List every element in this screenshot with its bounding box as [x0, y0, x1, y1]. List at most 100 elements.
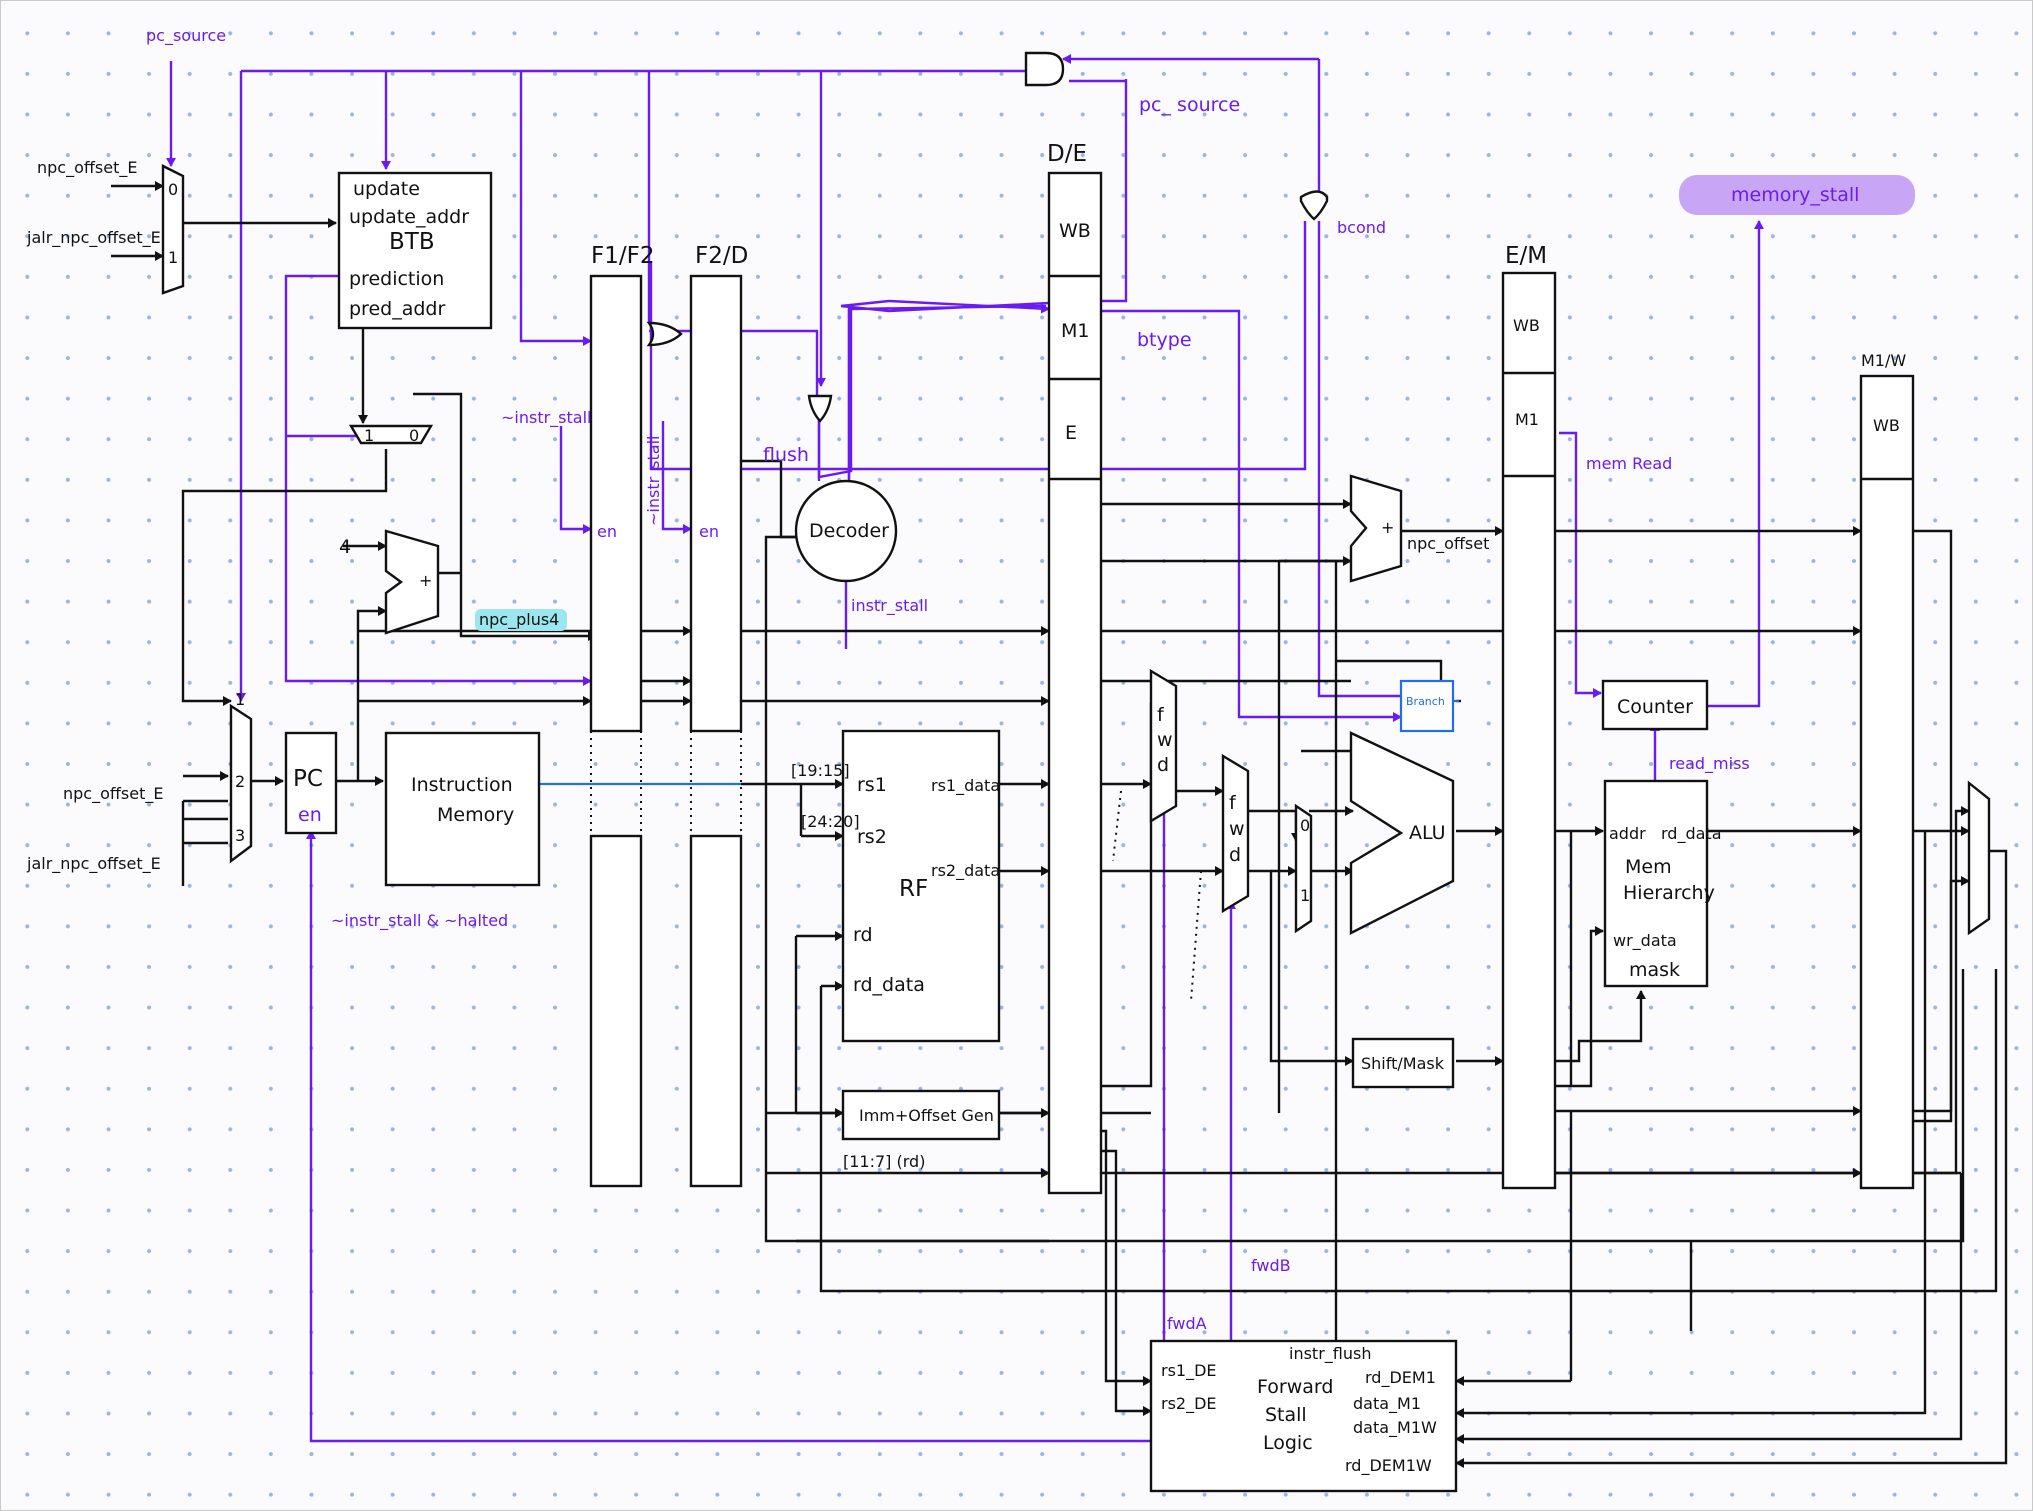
or-gate-f1: [646, 321, 683, 347]
shift-mask-unit: [1351, 1037, 1455, 1089]
pc-source-mux: [161, 164, 185, 295]
f1f2-register-lower: [589, 834, 643, 1188]
rf-title: RF: [899, 876, 928, 902]
fwd2-f: f: [1229, 792, 1237, 814]
em-m1: M1: [1515, 410, 1539, 429]
mem-line1: Mem: [1625, 856, 1672, 878]
alu-label: ALU: [1409, 822, 1446, 844]
rf-rs1-data: rs1_data: [931, 776, 1000, 796]
npc-plus4-highlight: [475, 609, 567, 631]
f1f2-register: [589, 274, 643, 733]
immgen-label: Imm+Offset Gen: [859, 1106, 994, 1125]
shift-mask-label: Shift/Mask: [1361, 1054, 1445, 1073]
f2d-register-lower: [689, 834, 743, 1188]
rf-rs1-bits: [19:15]: [791, 761, 850, 780]
imm-offset-gen: [841, 1089, 1001, 1141]
mux-top-in1: 1: [168, 248, 178, 267]
label-btype: btype: [1137, 329, 1192, 351]
label-pc-enable: ~instr_stall & ~halted: [331, 911, 508, 931]
label-npc-offset-bottom: npc_offset_E: [63, 784, 163, 804]
mux-pc-in3: 3: [235, 826, 245, 845]
memory-stall-highlight: [1679, 175, 1915, 215]
mux-pc-in1: 1: [235, 690, 245, 709]
rf-rs2-data: rs2_data: [931, 861, 1000, 881]
btb-update: update: [353, 178, 420, 200]
label-instr-stall-f2: ~instr_stall: [644, 436, 664, 526]
btb-prediction: prediction: [349, 268, 444, 290]
mux-small-in1: 1: [364, 426, 374, 445]
f1f2-title: F1/F2: [591, 243, 654, 269]
fwd1-d: d: [1157, 754, 1169, 776]
const-4: 4: [339, 536, 351, 558]
pc-en: en: [298, 804, 322, 826]
label-pc-source-mid: pc_ source: [1139, 94, 1240, 116]
rd-bits: [11:7] (rd): [843, 1152, 925, 1171]
memory-hierarchy: [1603, 779, 1709, 988]
decoder-label: Decoder: [809, 520, 889, 542]
pc-label: PC: [293, 766, 323, 792]
btb-pred-addr: pred_addr: [349, 298, 445, 320]
fwd2-w: w: [1229, 818, 1245, 840]
imem-line2: Memory: [437, 804, 514, 826]
rf-rs2-bits: [24:20]: [801, 812, 860, 831]
label-bcond: bcond: [1337, 218, 1386, 237]
prediction-mux: [348, 424, 434, 445]
fsl-instr-flush: instr_flush: [1289, 1344, 1371, 1364]
f2d-en: en: [699, 522, 719, 541]
and-gate-pc-source: [1024, 51, 1065, 87]
mux-pc-in2: 2: [235, 772, 245, 791]
de-m1: M1: [1061, 320, 1089, 342]
fwd-mux-b: [1221, 753, 1250, 914]
label-instr-stall-f1: ~instr_stall: [501, 408, 591, 428]
branch-unit: [1399, 679, 1455, 733]
de-wb: WB: [1059, 220, 1091, 242]
fwd-mux-a: [1149, 668, 1178, 824]
btb-title: BTB: [389, 229, 435, 255]
imem-line1: Instruction: [411, 774, 513, 796]
fsl-line2: Stall: [1265, 1404, 1307, 1426]
mux-top-in0: 0: [168, 180, 178, 199]
branch-target-adder: [1349, 474, 1403, 583]
fsl-rd-dem1: rd_DEM1: [1365, 1368, 1436, 1388]
forward-stall-logic: [1149, 1339, 1458, 1493]
instruction-memory: [384, 731, 541, 887]
or-gate-flush: [807, 394, 833, 423]
rf-rd: rd: [853, 924, 873, 946]
label-instr-stall-decoder: instr_stall: [851, 596, 928, 616]
fsl-data-m1w: data_M1W: [1353, 1418, 1437, 1438]
rf-rs1: rs1: [857, 774, 887, 796]
miss-counter: [1601, 679, 1709, 731]
label-npc-offset-out: npc_offset: [1407, 534, 1489, 554]
de-e: E: [1065, 422, 1077, 444]
em-title: E/M: [1505, 243, 1547, 269]
fsl-rd-dem1w: rd_DEM1W: [1345, 1456, 1432, 1476]
adder2-plus: +: [1381, 518, 1394, 537]
label-jalr-top: jalr_npc_offset_E: [26, 228, 161, 248]
pc-register: [284, 731, 338, 835]
fwd2-d: d: [1229, 844, 1241, 866]
mw-register: [1859, 374, 1915, 1190]
adder-plus: +: [419, 571, 432, 590]
label-npc-plus4: npc_plus4: [479, 610, 559, 630]
mux-alu-in1: 1: [1300, 886, 1310, 905]
em-wb: WB: [1513, 316, 1540, 335]
de-register: [1047, 171, 1103, 1195]
stage-dotted-links: [590, 731, 1202, 1002]
decoder: [794, 479, 898, 583]
label-read-miss: read_miss: [1669, 754, 1750, 774]
fsl-line3: Logic: [1263, 1432, 1313, 1454]
register-file: [841, 729, 1001, 1043]
label-jalr-bottom: jalr_npc_offset_E: [26, 854, 161, 874]
writeback-mux: [1967, 780, 1991, 936]
fsl-rs2-de: rs2_DE: [1161, 1394, 1217, 1414]
label-flush: flush: [763, 444, 809, 466]
fsl-rs1-de: rs1_DE: [1161, 1361, 1217, 1381]
pc-plus4-adder: [384, 529, 440, 635]
fwd1-w: w: [1157, 729, 1173, 751]
fsl-line1: Forward: [1257, 1376, 1333, 1398]
mem-rd-data: rd_data: [1661, 824, 1722, 844]
pc-select-mux: [229, 703, 253, 864]
mem-wr-data: wr_data: [1613, 931, 1677, 951]
mem-addr: addr: [1609, 824, 1646, 843]
